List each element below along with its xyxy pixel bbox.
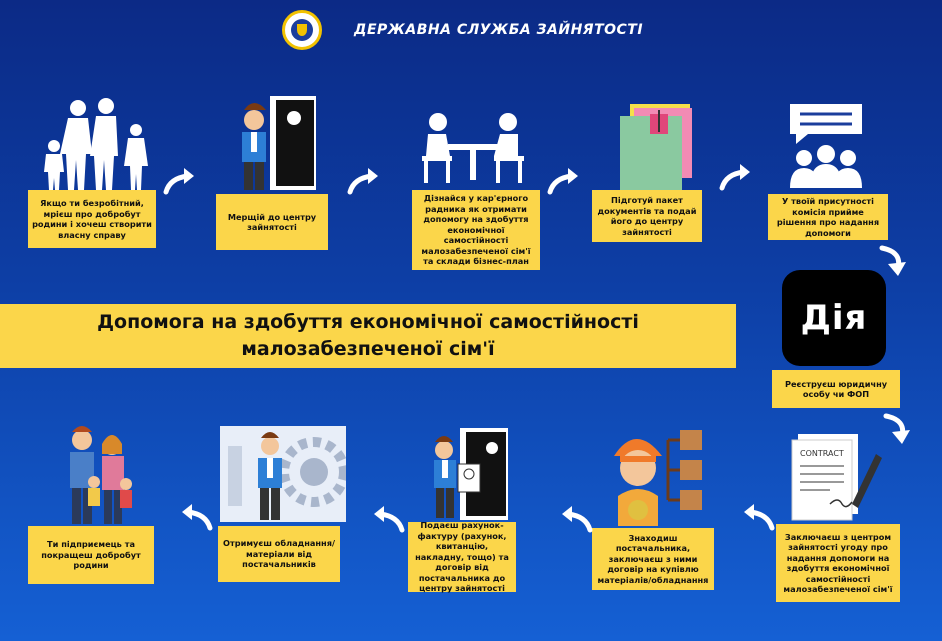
org-name: ДЕРЖАВНА СЛУЖБА ЗАЙНЯТОСТІ bbox=[354, 22, 644, 38]
step-6-box: Реєструєш юридичну особу чи ФОП bbox=[772, 370, 900, 408]
main-title: Допомога на здобуття економічної самості… bbox=[97, 311, 639, 360]
man-at-door-icon bbox=[242, 96, 316, 190]
arrow-left-icon bbox=[562, 506, 593, 533]
supplier-worker-icon bbox=[614, 430, 702, 526]
diia-logo: Дія bbox=[782, 270, 886, 366]
contract-icon: CONTRACT bbox=[791, 434, 882, 521]
man-with-gears-icon bbox=[220, 426, 346, 522]
arrow-down-icon bbox=[879, 245, 906, 276]
step-2-box: Мерщій до центру зайнятості bbox=[216, 194, 328, 250]
header: ДЕРЖАВНА СЛУЖБА ЗАЙНЯТОСТІ bbox=[282, 8, 643, 52]
arrow-icon bbox=[547, 168, 578, 195]
meeting-table-icon bbox=[422, 113, 524, 183]
step-11-box: Ти підприємець та покращеш добробут роди… bbox=[28, 526, 154, 584]
step-3-box: Дізнайся у кар'єрного радника як отримат… bbox=[412, 190, 540, 270]
arrow-icon bbox=[163, 168, 194, 195]
arrow-left-icon bbox=[744, 504, 775, 531]
arrow-icon bbox=[347, 168, 378, 195]
arrow-left-icon bbox=[374, 506, 405, 533]
committee-chat-icon bbox=[790, 104, 862, 188]
arrow-icon bbox=[719, 164, 750, 191]
arrow-down-icon bbox=[883, 413, 910, 444]
step-1-box: Якщо ти безробітний, мрієш про добробут … bbox=[28, 190, 156, 248]
arrow-left-icon bbox=[182, 504, 213, 531]
step-7-box: Заключаєш з центром зайнятості угоду про… bbox=[776, 524, 900, 602]
step-8-box: Знаходиш постачальника, заключаєш з ними… bbox=[592, 528, 714, 590]
step-4-box: Підготуй пакет документів та подай його … bbox=[592, 190, 702, 242]
family-silhouette-icon bbox=[44, 98, 148, 190]
happy-family-icon bbox=[70, 426, 132, 524]
step-5-box: У твоїй присутності комісія прийме рішен… bbox=[768, 194, 888, 240]
step-9-box: Подаєш рахунок-фактуру (рахунок, квитанц… bbox=[408, 520, 516, 593]
documents-folder-icon bbox=[620, 104, 692, 192]
man-with-invoice-icon bbox=[434, 428, 508, 520]
employment-service-logo bbox=[282, 10, 322, 50]
step-10-box: Отримуєш обладнання/матеріали від постач… bbox=[218, 526, 340, 582]
svg-text:CONTRACT: CONTRACT bbox=[800, 449, 844, 458]
main-title-banner: Допомога на здобуття економічної самості… bbox=[0, 304, 736, 368]
